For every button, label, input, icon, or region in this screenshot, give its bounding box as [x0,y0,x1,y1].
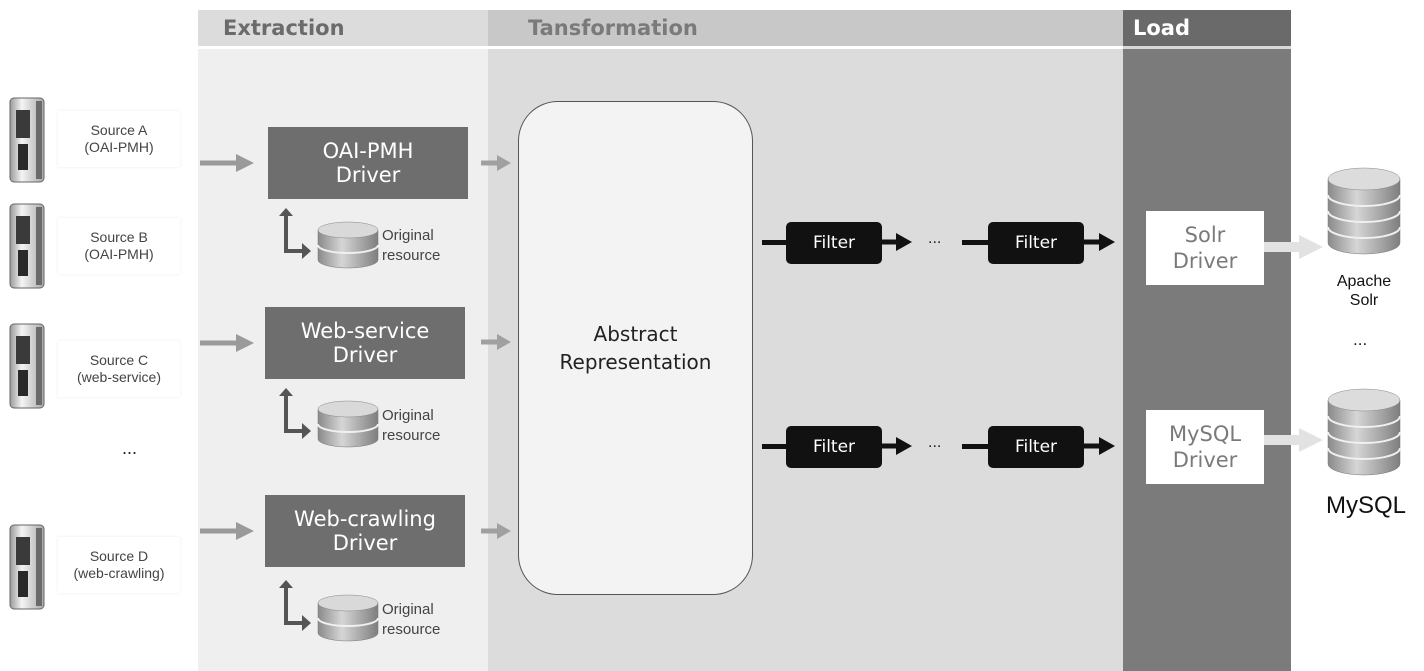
filter-box: Filter [988,222,1084,264]
web-service-driver: Web-service Driver [265,307,465,379]
source-name: Source B [90,229,148,245]
arrow-icon [880,437,912,455]
server-icon [9,97,45,183]
filter-ellipsis: ... [928,434,942,451]
server-icon [9,524,45,610]
source-name: Source A [90,122,148,138]
arrow-icon [1083,437,1115,455]
elbow-arrow-icon [279,580,311,631]
source-protocol: (OAI-PMH) [84,139,154,155]
header-divider [198,46,1123,49]
database-icon [317,400,379,448]
source-name: Source C [89,352,149,368]
driver-suffix: Driver [332,343,398,367]
elbow-arrow-icon [279,388,311,439]
server-icon [9,323,45,409]
source-a-label: Source A (OAI-PMH) [58,111,180,167]
arrow-icon [1263,235,1323,259]
filter-box: Filter [786,426,882,468]
source-c-label: Source C (web-service) [58,341,180,397]
solr-driver: Solr Driver [1146,211,1264,285]
header-divider-load [1123,46,1291,49]
source-name: Source D [89,548,149,564]
database-icon [317,594,379,642]
extraction-header: Extraction [198,10,488,46]
arrow-icon [481,334,511,350]
driver-suffix: Driver [335,163,401,187]
driver-name: OAI-PMH [322,139,414,163]
arrow-icon [200,522,254,540]
source-protocol: (web-crawling) [73,565,165,581]
driver-name: Web-service [300,319,430,343]
arrow-icon [1263,428,1323,452]
database-icon [317,221,379,269]
arrow-icon [200,334,254,352]
web-crawling-driver: Web-crawling Driver [265,495,465,567]
load-header: Load [1123,10,1291,46]
source-d-label: Source D (web-crawling) [58,537,180,593]
filter-ellipsis: ... [928,230,942,247]
arrow-icon [481,523,511,539]
filter-box: Filter [988,426,1084,468]
databases-ellipsis: ... [1353,330,1368,349]
mysql-label: MySQL [1325,492,1406,519]
server-icon [9,203,45,289]
load-column [1123,10,1291,671]
arrow-icon [1083,233,1115,251]
arrow-icon [880,233,912,251]
filter-box: Filter [786,222,882,264]
abstract-representation: Abstract Representation [518,101,753,595]
arrow-icon [200,154,254,172]
solr-database-icon [1327,167,1401,255]
elbow-arrow-icon [279,208,311,259]
mysql-database-icon [1327,388,1401,476]
original-resource-label: Original resource [382,407,441,444]
original-resource-label: Original resource [382,227,441,264]
oai-pmh-driver: OAI-PMH Driver [268,127,468,199]
original-resource-label: Original resource [382,601,441,638]
source-b-label: Source B (OAI-PMH) [58,218,180,274]
driver-suffix: Driver [332,531,398,555]
sources-ellipsis: ... [122,438,138,458]
source-protocol: (web-service) [76,369,161,385]
arrow-icon [481,155,511,171]
apache-solr-label: Apache Solr [1336,273,1392,309]
driver-name: Web-crawling [294,507,436,531]
mysql-driver: MySQL Driver [1146,410,1264,484]
source-protocol: (OAI-PMH) [84,246,154,262]
transformation-header: Tansformation [488,10,1123,46]
